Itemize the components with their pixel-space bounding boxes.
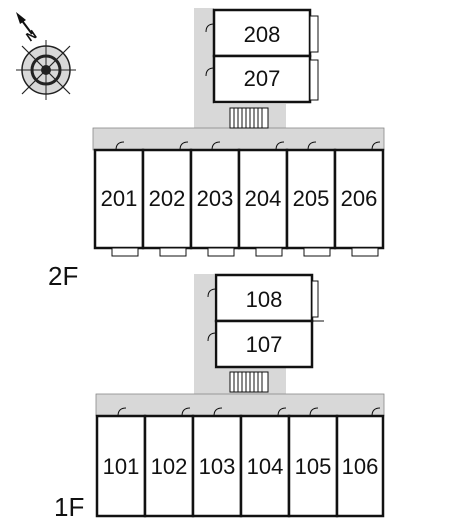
unit-label-101: 101 [103, 454, 140, 479]
staircase-2f [229, 107, 269, 129]
unit-203: 203 [189, 141, 241, 257]
corridor-horizontal-2f [92, 127, 385, 151]
unit-102: 102 [143, 407, 195, 518]
staircase-1f [229, 371, 269, 393]
corridor-horizontal-1f [95, 393, 385, 417]
unit-201: 201 [93, 141, 145, 257]
unit-103: 103 [191, 407, 243, 518]
unit-207: 207 [205, 54, 319, 104]
unit-label-207: 207 [244, 66, 281, 91]
compass-rose-icon: N [16, 12, 76, 100]
floor-label-2f: 2F [48, 261, 78, 291]
unit-108: 108 [207, 273, 319, 323]
unit-label-103: 103 [199, 454, 236, 479]
unit-label-204: 204 [245, 186, 282, 211]
floor-2f: 208 207 201 202 203 [48, 8, 385, 291]
unit-104: 104 [239, 407, 291, 518]
unit-105: 105 [287, 407, 339, 518]
floor-label-1f: 1F [54, 492, 84, 522]
unit-label-202: 202 [149, 186, 186, 211]
unit-label-206: 206 [341, 186, 378, 211]
unit-label-107: 107 [246, 332, 283, 357]
unit-202: 202 [141, 141, 193, 257]
unit-label-104: 104 [247, 454, 284, 479]
unit-205: 205 [285, 141, 337, 257]
unit-208: 208 [205, 8, 319, 58]
floor-1f: 108 107 101 102 103 104 [54, 273, 385, 522]
unit-label-108: 108 [246, 287, 283, 312]
unit-label-208: 208 [244, 22, 281, 47]
unit-label-205: 205 [293, 186, 330, 211]
unit-label-102: 102 [151, 454, 188, 479]
unit-label-201: 201 [101, 186, 138, 211]
unit-206: 206 [333, 141, 385, 257]
north-label: N [23, 27, 39, 45]
unit-label-203: 203 [197, 186, 234, 211]
unit-101: 101 [95, 407, 147, 518]
unit-204: 204 [237, 141, 289, 257]
corridor-vertical-2f [194, 8, 214, 128]
corridor-vertical-1f [194, 274, 214, 394]
unit-label-106: 106 [342, 454, 379, 479]
unit-106: 106 [335, 407, 385, 518]
unit-107: 107 [207, 319, 324, 369]
unit-label-105: 105 [295, 454, 332, 479]
